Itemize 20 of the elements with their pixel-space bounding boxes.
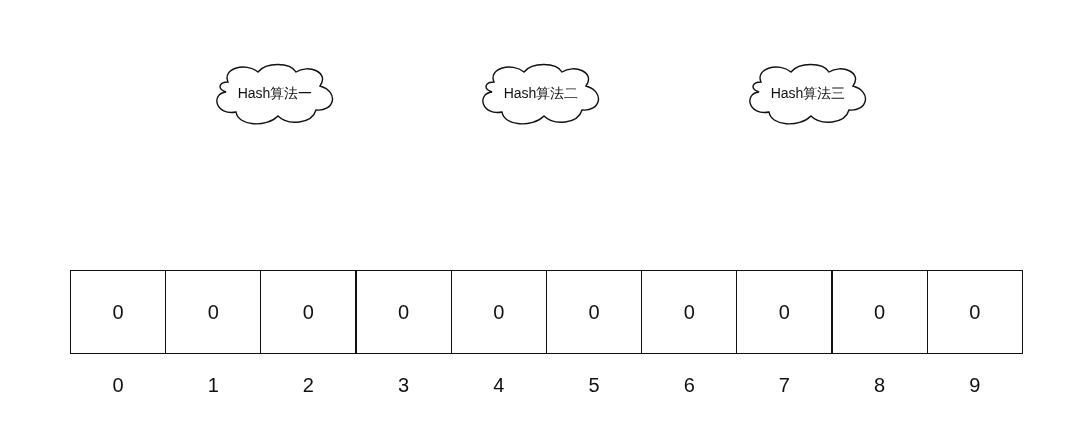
array-cell: 0 [355,270,452,354]
array-cell: 0 [926,270,1023,354]
index-label: 4 [492,374,506,397]
index-label: 2 [301,374,315,397]
array-cell: 0 [546,270,642,354]
array-cell: 0 [165,270,262,354]
index-label: 0 [111,374,125,397]
index-label: 6 [682,374,696,397]
index-label: 7 [777,374,791,397]
index-label: 8 [873,374,887,397]
array-cell: 0 [736,270,833,354]
array-cell: 0 [450,270,547,354]
array-cell: 0 [260,270,357,354]
array-cell: 0 [70,270,166,354]
index-label: 3 [397,374,411,397]
array-cell: 0 [831,270,928,354]
index-label: 5 [587,374,601,397]
array-cell: 0 [641,270,738,354]
index-label: 9 [968,374,982,397]
index-label: 1 [206,374,220,397]
